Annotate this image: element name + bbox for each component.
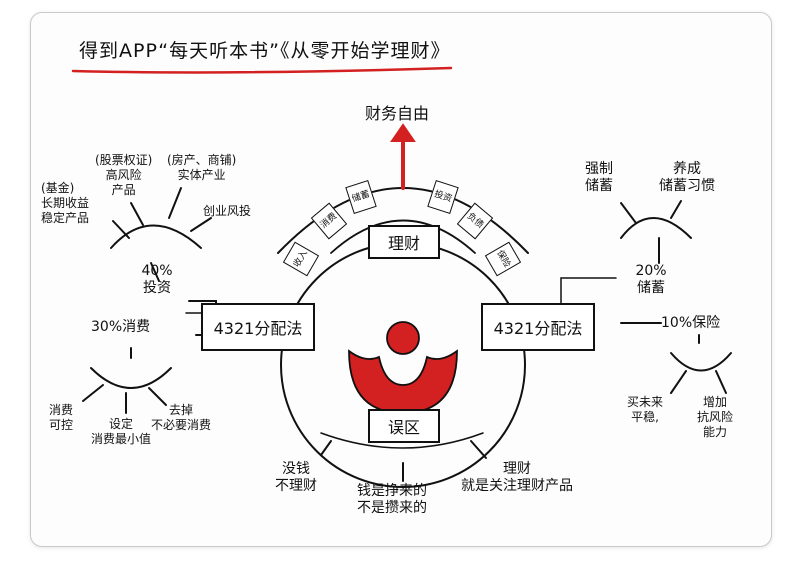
- center-top-box: 理财: [368, 225, 440, 259]
- center-bottom-box: 误区: [368, 409, 440, 443]
- invest-item: (股票权证) 高风险 产品: [95, 153, 153, 197]
- page-title: 得到APP“每天听本书”《从零开始学理财》: [79, 40, 451, 62]
- consume-item: 消费 可控: [49, 403, 74, 432]
- mindmap-card: 得到APP“每天听本书”《从零开始学理财》 财务自由 收入 消费 储蓄 投资 负…: [30, 12, 772, 547]
- insure-item: 增加 抗风险 能力: [697, 395, 734, 439]
- consume-item: 去掉 不必要消费: [151, 403, 212, 432]
- mistake-item: 没钱 不理财: [275, 461, 317, 494]
- save-label: 20% 储蓄: [635, 263, 667, 296]
- title-underline: [71, 66, 453, 74]
- right-allocation-box: 4321分配法: [481, 303, 595, 351]
- consume-label: 30%消费: [91, 319, 151, 335]
- invest-label: 40% 投资: [141, 263, 173, 296]
- consume-item: 设定 消费最小值: [91, 417, 152, 446]
- save-item: 强制 储蓄: [585, 161, 613, 194]
- invest-item: (基金) 长期收益 稳定产品: [41, 181, 90, 225]
- goal-label: 财务自由: [365, 104, 430, 123]
- invest-item: (房产、商铺) 实体产业: [167, 153, 237, 182]
- mistake-item: 钱是挣来的 不是攒来的: [357, 483, 427, 516]
- insure-label: 10%保险: [661, 315, 721, 331]
- invest-item: 创业风投: [203, 204, 252, 218]
- left-allocation-box: 4321分配法: [201, 303, 315, 351]
- mistake-item: 理财 就是关注理财产品: [461, 461, 573, 494]
- insure-item: 买未来 平稳,: [627, 395, 664, 424]
- save-item: 养成 储蓄习惯: [659, 161, 715, 194]
